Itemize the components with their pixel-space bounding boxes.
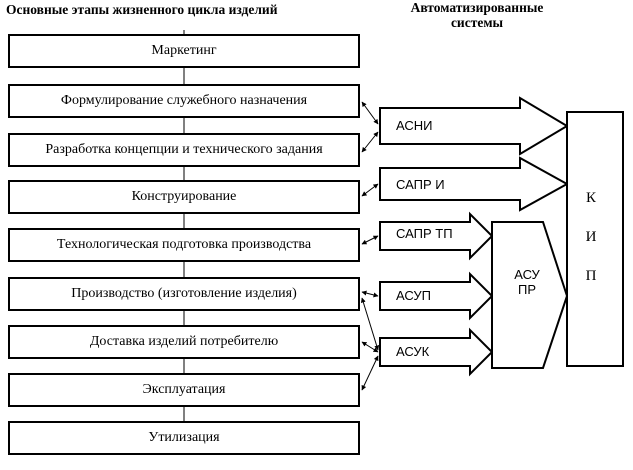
stage-operation: Эксплуатация (8, 373, 360, 407)
link-operation-asuk (361, 355, 379, 391)
arrow-asuk (379, 327, 494, 377)
arrow-asni (379, 96, 569, 156)
label-sapr-tp: САПР ТП (396, 226, 453, 241)
stages-header: Основные этапы жизненного цикла изделий (6, 2, 278, 17)
systems-header: Автоматизированные системы (372, 0, 582, 30)
kip-box (566, 111, 624, 367)
label-asu-pr-line1: АСУ (514, 267, 540, 282)
kip-letter-p: П (585, 268, 597, 284)
label-asuk: АСУК (396, 344, 430, 359)
link-design-sapr-i (361, 183, 379, 197)
stage-marketing: Маркетинг (8, 34, 360, 68)
link-production-asup (361, 290, 379, 298)
arrow-sapr-tp (379, 211, 494, 261)
label-asup: АСУП (396, 288, 431, 303)
stage-design: Конструирование (8, 180, 360, 214)
stage-production: Производство (изготовление изделия) (8, 277, 360, 311)
stage-tech-prep: Технологическая подготовка производства (8, 228, 360, 262)
label-asu-pr: АСУ ПР (510, 267, 544, 297)
stage-concept: Разработка концепции и технического зада… (8, 133, 360, 167)
kip-letter-k: К (585, 190, 596, 206)
systems-header-line2: системы (450, 15, 504, 30)
label-sapr-i: САПР И (396, 177, 445, 192)
stage-delivery: Доставка изделий потребителю (8, 325, 360, 359)
kip-letter-i: И (585, 229, 597, 245)
label-asu-pr-line2: ПР (517, 282, 536, 297)
arrow-sapr-i (379, 156, 570, 212)
stage-disposal: Утилизация (8, 421, 360, 455)
systems-header-line1: Автоматизированные (410, 0, 544, 15)
arrow-asup (379, 271, 494, 321)
link-delivery-asuk (361, 341, 379, 353)
asu-pr-shape (491, 221, 569, 369)
link-formulation-asni (361, 101, 379, 125)
link-production-asuk (360, 297, 380, 351)
label-asni: АСНИ (396, 118, 433, 133)
stage-formulation: Формулирование служебного назначения (8, 84, 360, 118)
link-techprep-sapr-tp (361, 235, 379, 245)
link-concept-asni (361, 131, 379, 153)
